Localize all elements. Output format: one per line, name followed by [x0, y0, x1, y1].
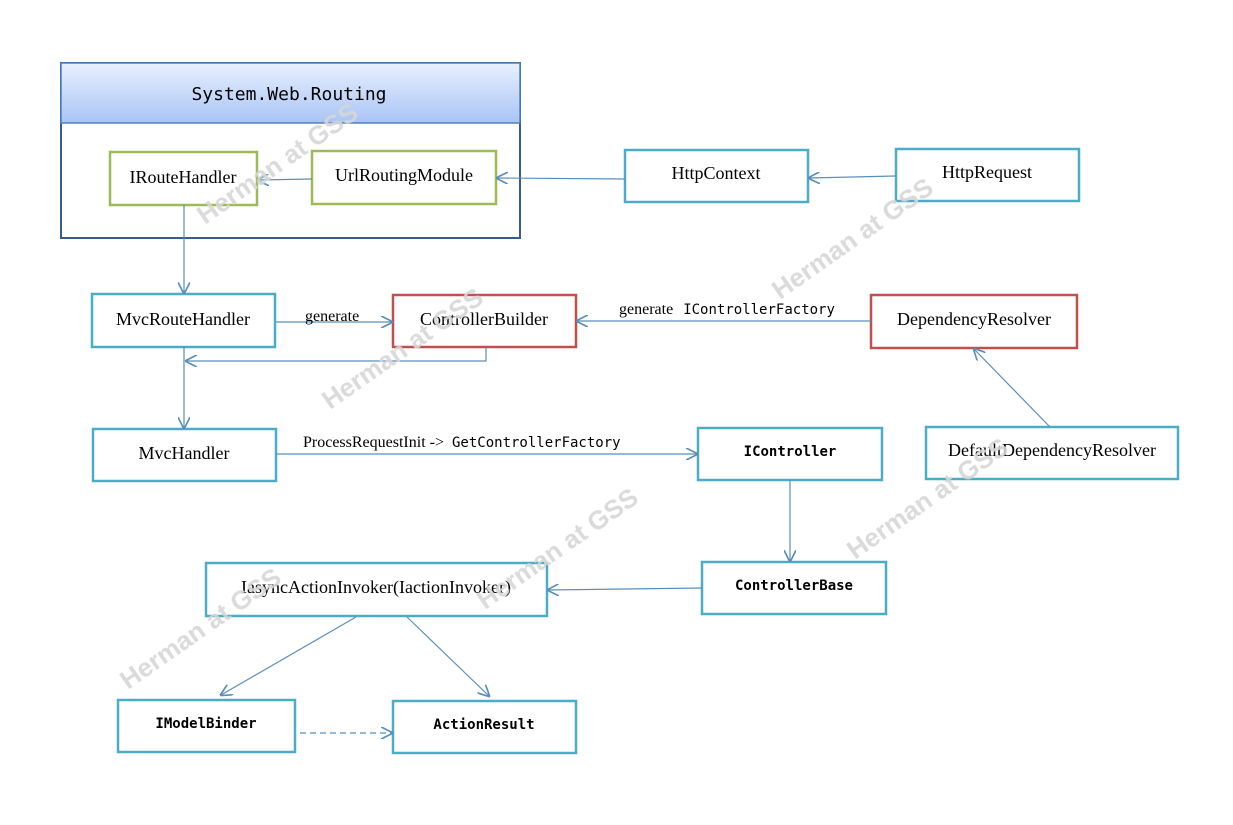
- edge-controllerbuilder-return: [186, 347, 487, 361]
- watermark: Herman at GSS: [471, 482, 643, 615]
- node-defaultdependencyresolver[interactable]: DefaultDependencyResolver: [924, 425, 1180, 481]
- node-label: MvcHandler: [139, 443, 230, 463]
- node-controllerbase[interactable]: ControllerBase: [700, 560, 888, 616]
- edge-httprequest-to-httpcontext: [809, 176, 897, 178]
- node-label: ControllerBase: [735, 578, 853, 594]
- node-label: DefaultDependencyResolver: [948, 440, 1156, 460]
- edge-label-generate: generate: [305, 308, 359, 325]
- edge-default-to-dependencyresolver: [974, 349, 1051, 428]
- node-label: HttpContext: [672, 163, 761, 183]
- node-label: IController: [744, 444, 837, 460]
- node-label: IRouteHandler: [130, 167, 237, 187]
- node-label: IasyncActionInvoker(IactionInvoker): [241, 577, 511, 598]
- node-dependencyresolver[interactable]: DependencyResolver: [869, 293, 1079, 350]
- node-label: IModelBinder: [155, 716, 256, 732]
- node-label: DependencyResolver: [897, 309, 1051, 329]
- edge-label-process-suffix: GetControllerFactory: [452, 435, 621, 451]
- node-label: UrlRoutingModule: [335, 165, 473, 185]
- node-httpcontext[interactable]: HttpContext: [623, 148, 810, 204]
- edge-invoker-to-actionresult: [406, 616, 489, 696]
- edge-controllerbase-to-invoker: [548, 588, 703, 590]
- node-mvchandler[interactable]: MvcHandler: [91, 427, 278, 483]
- edge-label-processrequest: ProcessRequestInit -> GetControllerFacto…: [303, 434, 621, 451]
- edge-label-generate-factory-prefix: generate: [619, 301, 673, 318]
- edge-label-generate-factory-suffix: IControllerFactory: [683, 302, 835, 318]
- node-actionresult[interactable]: ActionResult: [391, 699, 578, 755]
- watermark: Herman at GSS: [114, 562, 286, 695]
- node-mvcroutehandler[interactable]: MvcRouteHandler: [90, 292, 277, 349]
- node-label: ActionResult: [433, 717, 534, 733]
- node-httprequest[interactable]: HttpRequest: [894, 147, 1081, 203]
- edge-invoker-to-imodelbinder: [221, 616, 357, 695]
- node-label: HttpRequest: [942, 162, 1032, 182]
- node-imodelbinder[interactable]: IModelBinder: [116, 698, 297, 754]
- node-label: ControllerBuilder: [420, 309, 548, 329]
- edge-httpcontext-to-urlrouting: [497, 178, 626, 179]
- edge-label-process-prefix: ProcessRequestInit ->: [303, 434, 444, 451]
- edge-urlrouting-to-iroutehandler: [258, 179, 313, 180]
- edge-label-generate-factory: generate IControllerFactory: [619, 301, 835, 318]
- node-label: MvcRouteHandler: [116, 309, 250, 329]
- node-icontroller[interactable]: IController: [696, 426, 884, 482]
- group-title: System.Web.Routing: [191, 84, 386, 105]
- node-urlroutingmodule[interactable]: UrlRoutingModule: [310, 149, 498, 206]
